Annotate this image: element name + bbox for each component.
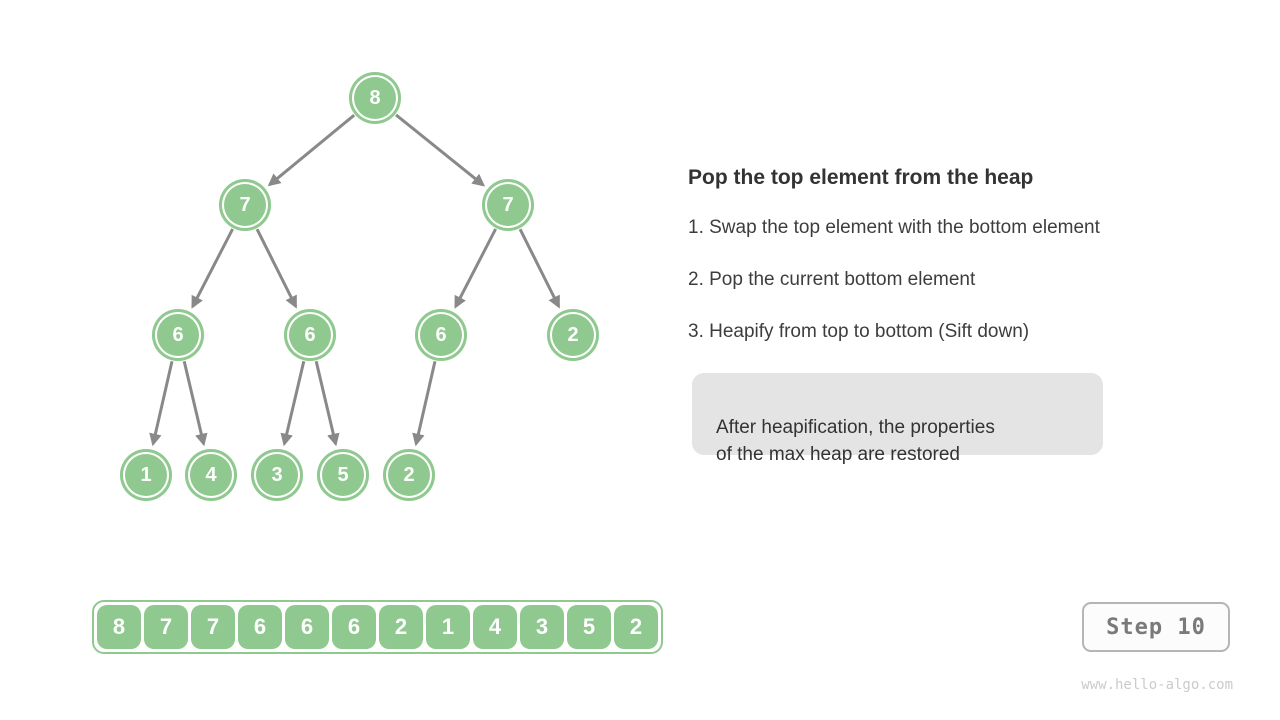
note-text: After heapification, the properties of t… [716,417,995,465]
array-cell: 7 [191,605,235,649]
tree-node: 8 [349,72,401,124]
array-cell: 6 [238,605,282,649]
tree-node: 4 [185,449,237,501]
panel-step-1: 1. Swap the top element with the bottom … [688,217,1100,238]
tree-edge [395,113,486,187]
tree-node: 7 [219,179,271,231]
tree-edge [454,228,497,309]
tree-node: 6 [284,309,336,361]
array-cell: 6 [285,605,329,649]
tree-edge [412,360,437,447]
array-cell: 2 [379,605,423,649]
panel-title: Pop the top element from the heap [688,166,1034,189]
tree-edge [191,228,234,309]
array-cell: 3 [520,605,564,649]
note-box: After heapification, the properties of t… [692,373,1103,465]
tree-edge [182,360,208,447]
tree-edge [149,360,174,447]
array-cell: 5 [567,605,611,649]
tree-node: 2 [383,449,435,501]
tree-edge [280,360,306,447]
panel-step-3: 3. Heapify from top to bottom (Sift down… [688,321,1030,342]
tree-edge [518,228,561,309]
tree-edge [267,114,356,187]
array-cell: 2 [614,605,658,649]
tree-edge [255,228,298,309]
panel-step-2: 2. Pop the current bottom element [688,269,976,290]
array-cell: 4 [473,605,517,649]
tree-node: 6 [415,309,467,361]
array-cell: 6 [332,605,376,649]
array-cell: 7 [144,605,188,649]
array-cell: 1 [426,605,470,649]
tree-edge [314,360,340,447]
tree-node: 6 [152,309,204,361]
step-badge: Step 10 [1082,602,1230,652]
tree-node: 3 [251,449,303,501]
tree-edges [149,113,561,447]
tree-node: 5 [317,449,369,501]
watermark: www.hello-algo.com [1081,677,1233,693]
array-cell: 8 [97,605,141,649]
tree-node: 7 [482,179,534,231]
tree-node: 2 [547,309,599,361]
tree-node: 1 [120,449,172,501]
